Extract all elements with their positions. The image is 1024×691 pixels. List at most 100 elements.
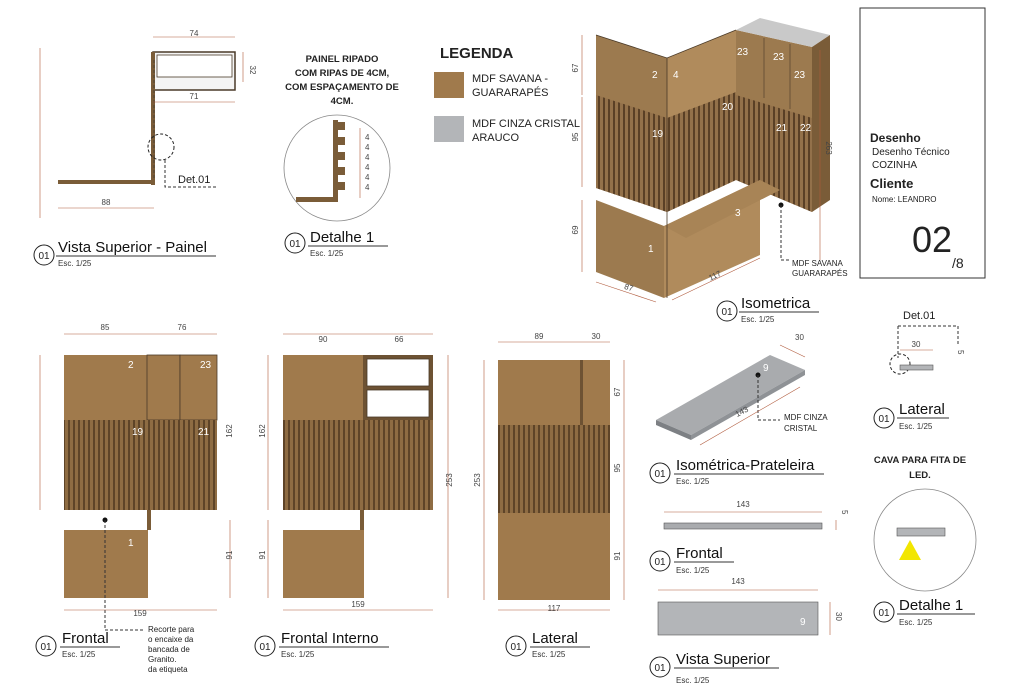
view-badge: 01 xyxy=(654,557,666,568)
dim-89: 89 xyxy=(535,332,544,341)
view-scale: Esc. 1/25 xyxy=(310,249,344,258)
view-title: Isometrica xyxy=(741,295,811,312)
shelf-note-1: MDF CINZA xyxy=(784,413,828,422)
view-title: Isométrica-Prateleira xyxy=(676,457,815,474)
dim-253: 253 xyxy=(473,473,482,487)
view-scale: Esc. 1/25 xyxy=(899,618,933,627)
view-badge: 01 xyxy=(40,642,52,653)
view-label: 01 Detalhe 1 Esc. 1/25 xyxy=(873,597,975,627)
view-title: Vista Superior xyxy=(676,651,770,668)
title-cliente-name: Nome: LEANDRO xyxy=(872,195,936,204)
dim-159: 159 xyxy=(351,600,365,609)
legend-label-wood-1: MDF SAVANA - xyxy=(472,73,548,85)
dim-143: 143 xyxy=(736,500,750,509)
view-title: Vista Superior - Painel xyxy=(58,239,207,256)
dim-95: 95 xyxy=(613,463,622,472)
view-badge: 01 xyxy=(878,608,890,619)
view-badge: 01 xyxy=(654,469,666,480)
part-23b: 23 xyxy=(773,52,785,63)
frontal-note-3: bancada de xyxy=(148,645,190,654)
dim-88: 88 xyxy=(102,198,111,207)
dim-4d: 4 xyxy=(365,163,370,172)
view-prateleira-vista-superior: 9 143 30 01 Vista Superior Esc. 1/25 xyxy=(649,577,843,685)
dim-159: 159 xyxy=(133,609,147,618)
detail-callout: Det.01 xyxy=(903,310,935,322)
view-scale: Esc. 1/25 xyxy=(58,259,92,268)
view-scale: Esc. 1/25 xyxy=(899,422,933,431)
view-title: Lateral xyxy=(899,401,945,418)
view-lateral-small: Det.01 30 5 01 Lateral Esc. 1/25 xyxy=(873,310,965,431)
part-23a: 23 xyxy=(737,47,749,58)
part-20: 20 xyxy=(722,102,734,113)
view-label: 01 Isométrica-Prateleira Esc. 1/25 xyxy=(649,457,824,486)
legend: LEGENDA MDF SAVANA - GUARARAPÉS MDF CINZ… xyxy=(434,45,580,144)
view-frontal: 85 76 162 91 159 2 23 19 21 1 Recorte pa… xyxy=(35,323,234,674)
dim-76: 76 xyxy=(178,323,187,332)
view-scale: Esc. 1/25 xyxy=(676,477,710,486)
view-label: 01 Frontal Interno Esc. 1/25 xyxy=(254,630,389,659)
view-title: Frontal Interno xyxy=(281,630,379,647)
dim-91: 91 xyxy=(613,551,622,560)
view-label: 01 Vista Superior - Painel Esc. 1/25 xyxy=(33,239,216,268)
view-lateral: 89 30 67 253 95 91 117 01 Lateral Esc. 1… xyxy=(473,332,625,659)
panel-note-line3: COM ESPAÇAMENTO DE xyxy=(285,82,399,93)
legend-label-wood-2: GUARARAPÉS xyxy=(472,86,548,99)
part-23c: 23 xyxy=(794,70,806,81)
view-iso-prateleira: 9 MDF CINZA CRISTAL 30 143 01 Isométrica… xyxy=(649,333,828,486)
view-label: 01 Lateral Esc. 1/25 xyxy=(505,630,590,659)
iso-note-1: MDF SAVANA xyxy=(792,259,843,268)
dim-32: 32 xyxy=(248,66,257,75)
view-badge: 01 xyxy=(38,251,50,262)
shelf-note-2: CRISTAL xyxy=(784,424,818,433)
dim-74: 74 xyxy=(190,29,199,38)
dim-67: 67 xyxy=(571,63,580,72)
iso-note-2: GUARARAPÉS xyxy=(792,269,848,278)
frontal-note-4: Granito. xyxy=(148,655,176,664)
dim-69: 69 xyxy=(571,225,580,234)
panel-note: PAINEL RIPADO COM RIPAS DE 4CM, COM ESPA… xyxy=(285,54,399,107)
dim-162: 162 xyxy=(258,424,267,438)
led-light-icon xyxy=(899,540,921,560)
view-vista-superior-painel: 74 32 71 88 Det.01 01 Vista Superior - P… xyxy=(33,29,257,268)
view-isometrica: MDF SAVANA GUARARAPÉS 67 95 69 263 87 11… xyxy=(571,18,848,324)
part-19: 19 xyxy=(652,129,664,140)
view-badge: 01 xyxy=(510,642,522,653)
sheet-total: /8 xyxy=(952,255,964,271)
dim-5: 5 xyxy=(840,510,849,515)
view-label: 01 Frontal Esc. 1/25 xyxy=(35,630,120,659)
dim-30: 30 xyxy=(795,333,804,342)
dim-87: 87 xyxy=(623,282,635,293)
legend-swatch-wood xyxy=(434,72,464,98)
dim-4f: 4 xyxy=(365,183,370,192)
view-title: Frontal xyxy=(62,630,109,647)
dim-95: 95 xyxy=(571,132,580,141)
part-1: 1 xyxy=(128,538,134,549)
view-scale: Esc. 1/25 xyxy=(676,676,710,685)
dim-71: 71 xyxy=(190,92,199,101)
dim-4b: 4 xyxy=(365,143,370,152)
ripas-section xyxy=(296,120,345,202)
panel-note-line1: PAINEL RIPADO xyxy=(306,54,379,65)
part-9: 9 xyxy=(800,617,806,628)
dim-90: 90 xyxy=(319,335,328,344)
view-title: Detalhe 1 xyxy=(310,229,374,246)
view-scale: Esc. 1/25 xyxy=(532,650,566,659)
view-scale: Esc. 1/25 xyxy=(62,650,96,659)
dim-30: 30 xyxy=(834,612,843,621)
part-2: 2 xyxy=(652,70,658,81)
view-badge: 01 xyxy=(721,307,733,318)
led-note-2: LED. xyxy=(909,470,931,481)
part-23: 23 xyxy=(200,360,212,371)
legend-swatch-grey xyxy=(434,116,464,142)
dim-66: 66 xyxy=(395,335,404,344)
dim-4e: 4 xyxy=(365,173,370,182)
view-title: Lateral xyxy=(532,630,578,647)
view-prateleira-frontal: 143 5 01 Frontal Esc. 1/25 xyxy=(649,500,849,575)
view-scale: Esc. 1/25 xyxy=(281,650,315,659)
part-1: 1 xyxy=(648,244,654,255)
part-22: 22 xyxy=(800,123,812,134)
title-cliente-label: Cliente xyxy=(870,176,913,191)
legend-label-grey-2: ARAUCO xyxy=(472,132,520,144)
view-label: 01 Detalhe 1 Esc. 1/25 xyxy=(284,229,388,258)
